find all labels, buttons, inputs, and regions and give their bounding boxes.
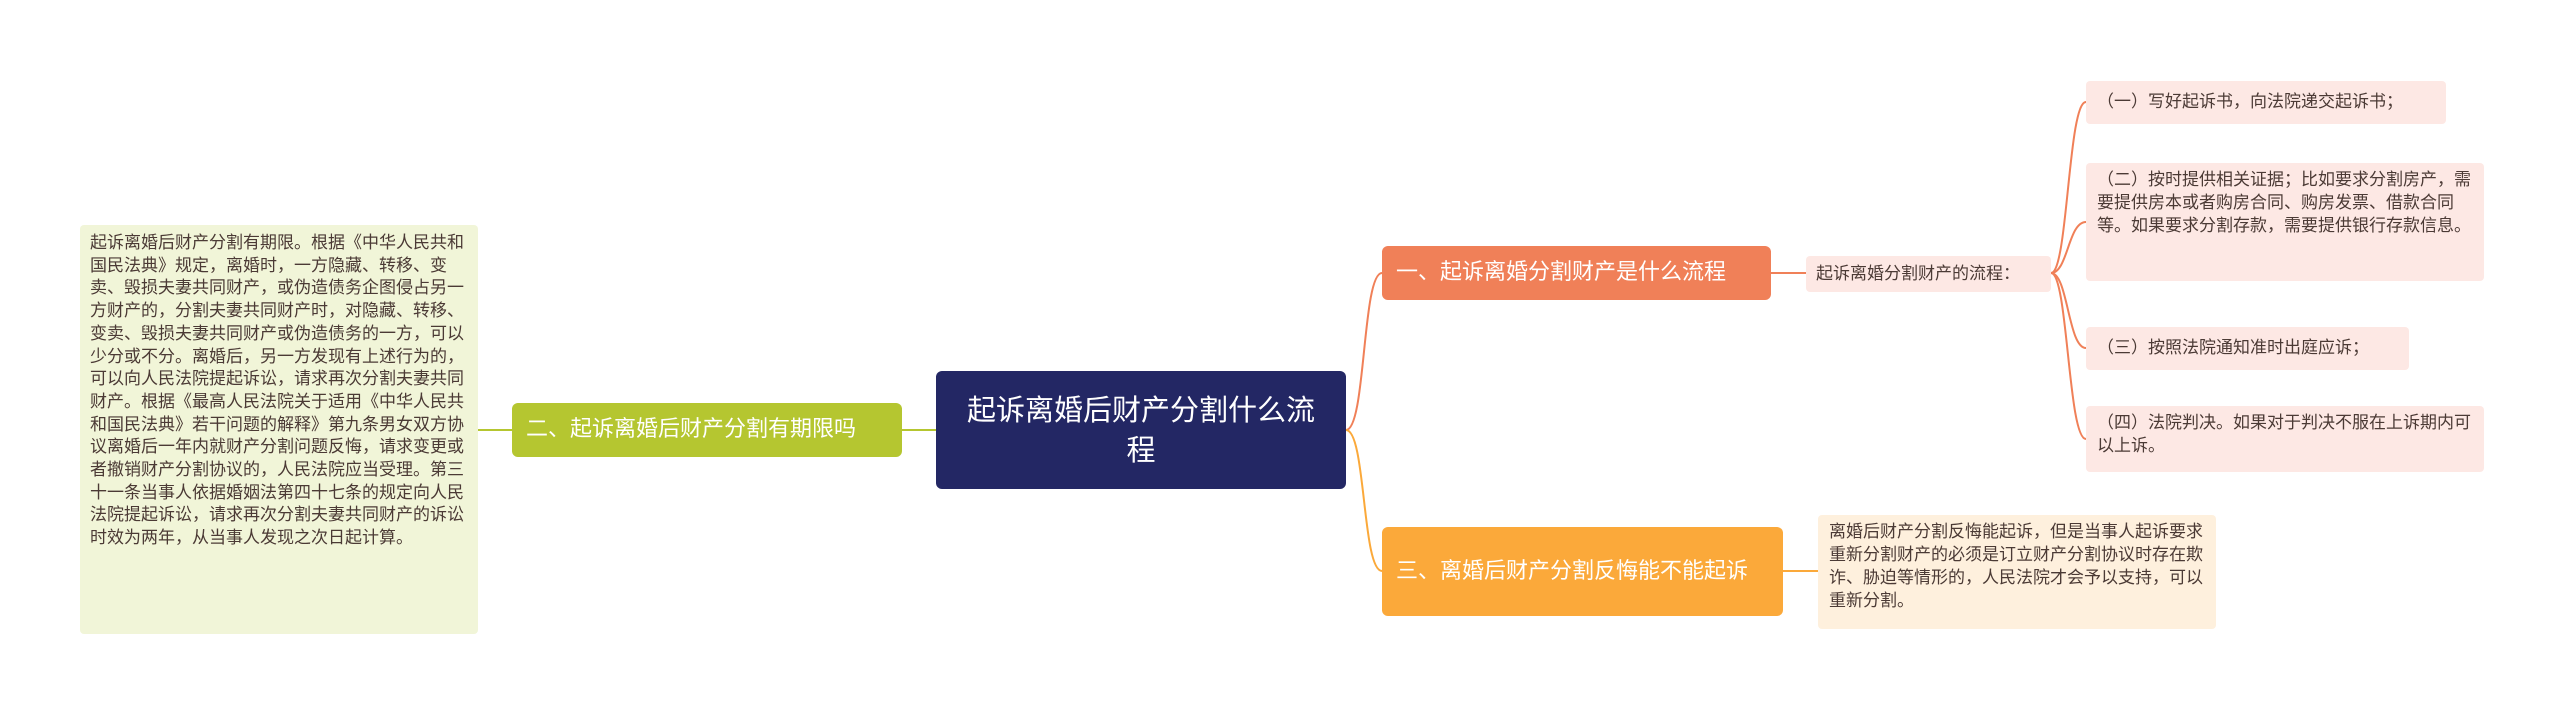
edge-sub-l2	[2050, 221, 2087, 274]
leaf-3-text: （三）按照法院通知准时出庭应诉；	[2097, 338, 2369, 358]
branch-node-3[interactable]: 三、离婚后财产分割反悔能不能起诉	[1382, 527, 1783, 616]
branch-node-2[interactable]: 二、起诉离婚后财产分割有期限吗	[512, 403, 902, 457]
root-node[interactable]: 起诉离婚后财产分割什么流程	[936, 371, 1346, 489]
leaf-node-step-3[interactable]: （三）按照法院通知准时出庭应诉；	[2086, 327, 2409, 370]
sub-node-label: 起诉离婚分割财产的流程：	[1816, 264, 2020, 284]
leaf-node-step-4[interactable]: （四）法院判决。如果对于判决不服在上诉期内可以上诉。	[2086, 406, 2484, 472]
leaf-6-text: 起诉离婚后财产分割有期限。根据《中华人民共和国民法典》规定，离婚时，一方隐藏、转…	[90, 233, 464, 549]
edge-sub-l3	[2050, 272, 2087, 349]
edge-sub-l4	[2050, 272, 2087, 440]
edge-sub-l1	[2050, 101, 2087, 274]
edge-root-b3	[1345, 429, 1383, 572]
leaf-node-step-1[interactable]: （一）写好起诉书，向法院递交起诉书；	[2086, 81, 2446, 124]
leaf-node-regret[interactable]: 离婚后财产分割反悔能起诉，但是当事人起诉要求重新分割财产的必须是订立财产分割协议…	[1818, 515, 2216, 629]
branch-node-1[interactable]: 一、起诉离婚分割财产是什么流程	[1382, 246, 1771, 300]
sub-node-process[interactable]: 起诉离婚分割财产的流程：	[1806, 256, 2051, 292]
leaf-node-time-limit[interactable]: 起诉离婚后财产分割有期限。根据《中华人民共和国民法典》规定，离婚时，一方隐藏、转…	[80, 225, 478, 634]
branch-2-title: 二、起诉离婚后财产分割有期限吗	[526, 417, 857, 442]
leaf-2-text: （二）按时提供相关证据；比如要求分割房产，需要提供房本或者购房合同、购房发票、借…	[2097, 170, 2471, 236]
edge-root-b1	[1345, 272, 1383, 431]
leaf-4-text: （四）法院判决。如果对于判决不服在上诉期内可以上诉。	[2097, 413, 2471, 456]
leaf-1-text: （一）写好起诉书，向法院递交起诉书；	[2097, 92, 2403, 112]
leaf-5-text: 离婚后财产分割反悔能起诉，但是当事人起诉要求重新分割财产的必须是订立财产分割协议…	[1829, 522, 2203, 611]
branch-1-title: 一、起诉离婚分割财产是什么流程	[1396, 260, 1727, 285]
leaf-node-step-2[interactable]: （二）按时提供相关证据；比如要求分割房产，需要提供房本或者购房合同、购房发票、借…	[2086, 163, 2484, 281]
branch-3-title: 三、离婚后财产分割反悔能不能起诉	[1396, 558, 1749, 584]
root-title: 起诉离婚后财产分割什么流程	[966, 393, 1315, 467]
